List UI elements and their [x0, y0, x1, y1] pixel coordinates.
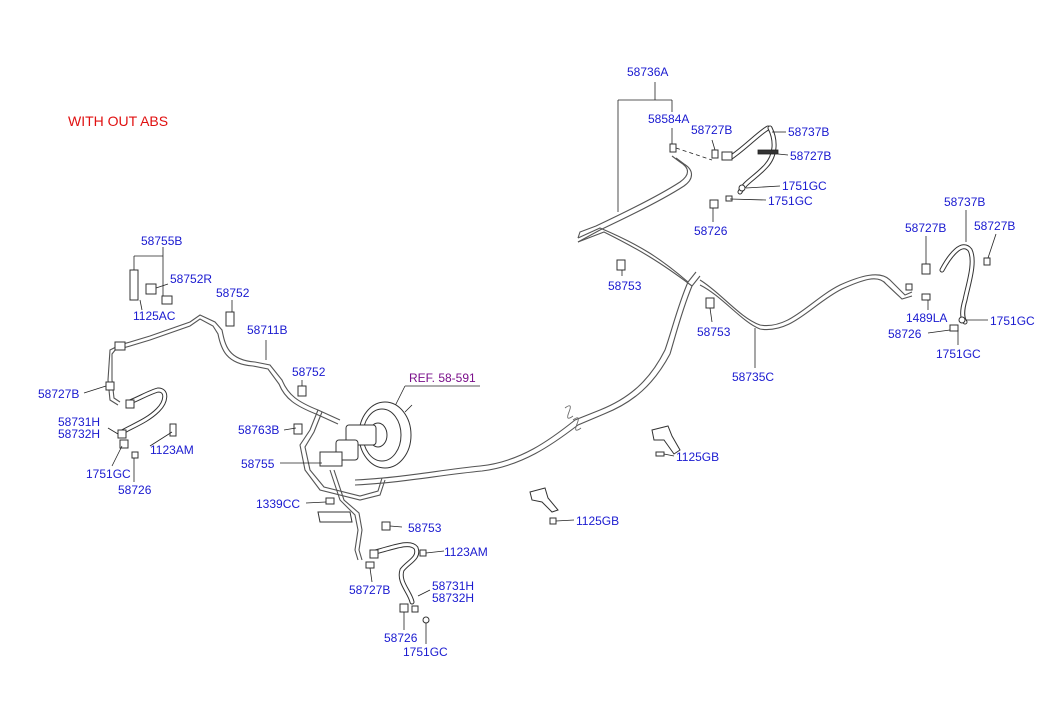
label-58584A: 58584A [648, 112, 689, 126]
label-58755B: 58755B [141, 234, 182, 248]
label-58727B: 58727B [38, 387, 79, 401]
label-1751GC: 1751GC [936, 347, 981, 361]
label-58727B: 58727B [349, 583, 390, 597]
label-1489LA: 1489LA [906, 311, 947, 325]
label-1125GB: 1125GB [576, 514, 619, 528]
label-58731H: 58731H [58, 415, 100, 429]
label-58727B: 58727B [790, 149, 831, 163]
label-1123AM: 1123AM [150, 443, 194, 457]
clips-and-fittings [105, 143, 991, 624]
part-labels: 58736A 58584A 58727B 58737B 58727B 1751G… [38, 65, 1035, 659]
left-brake-pipes [107, 314, 386, 561]
label-58727B: 58727B [691, 123, 732, 137]
label-58753: 58753 [408, 521, 442, 535]
brake-booster-assembly [319, 401, 413, 469]
label-58737B: 58737B [788, 125, 829, 139]
label-58726: 58726 [694, 224, 728, 238]
label-58752R: 58752R [170, 272, 212, 286]
label-1751GC: 1751GC [768, 194, 813, 208]
diagram-title: WITH OUT ABS [68, 113, 168, 129]
label-58763B: 58763B [238, 423, 279, 437]
main-brake-pipes [354, 147, 913, 486]
label-58755: 58755 [241, 457, 275, 471]
label-1751GC: 1751GC [86, 467, 131, 481]
label-58727B: 58727B [974, 219, 1015, 233]
label-58737B: 58737B [944, 195, 985, 209]
label-58732H: 58732H [432, 591, 474, 605]
label-1751GC: 1751GC [782, 179, 827, 193]
label-58726: 58726 [384, 631, 418, 645]
label-58732H: 58732H [58, 427, 100, 441]
label-58736A: 58736A [627, 65, 668, 79]
label-58753: 58753 [697, 325, 731, 339]
leader-lines [83, 82, 997, 644]
label-58727B: 58727B [905, 221, 946, 235]
label-1123AM: 1123AM [444, 545, 488, 559]
label-58735C: 58735C [732, 370, 774, 384]
ref-link[interactable]: REF. 58-591 [409, 371, 476, 385]
label-1125GB: 1125GB [676, 450, 719, 464]
label-58731H: 58731H [432, 579, 474, 593]
label-1751GC: 1751GC [990, 314, 1035, 328]
label-58726: 58726 [118, 483, 152, 497]
label-58753: 58753 [608, 279, 642, 293]
label-58752: 58752 [292, 365, 326, 379]
label-58711B: 58711B [247, 323, 287, 337]
label-1751GC: 1751GC [403, 645, 448, 659]
label-1125AC: 1125AC [133, 309, 176, 323]
brake-hoses [119, 125, 975, 605]
label-58726: 58726 [888, 327, 922, 341]
label-58752: 58752 [216, 286, 250, 300]
label-1339CC: 1339CC [256, 497, 300, 511]
